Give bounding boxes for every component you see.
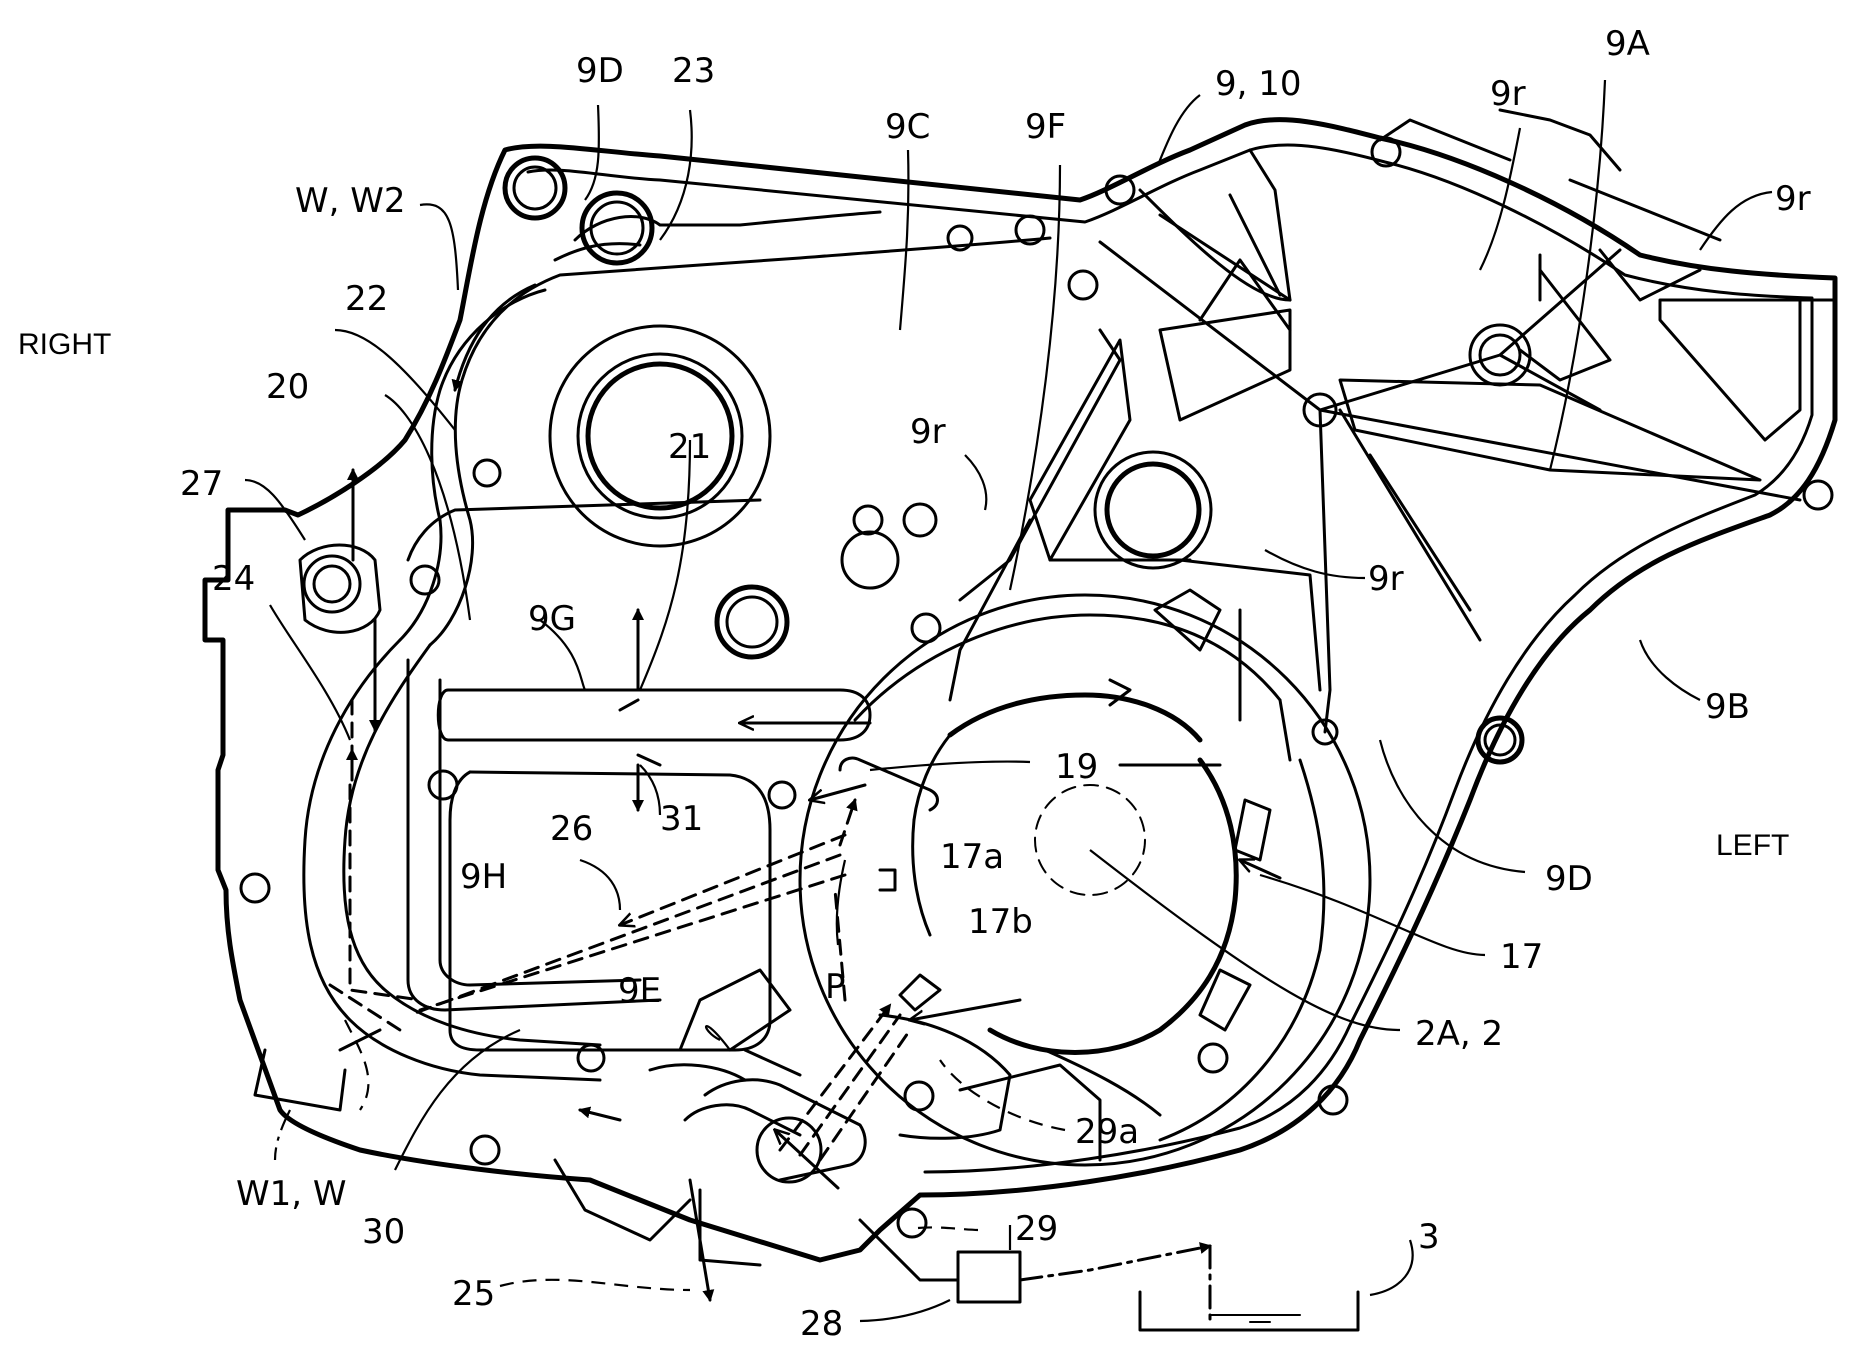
label-9r-right: 9r [1368, 559, 1404, 599]
rotor-chamber [800, 595, 1370, 1165]
label-20: 20 [266, 367, 309, 407]
label-9f: 9F [1025, 107, 1066, 147]
ribs [950, 110, 1835, 732]
label-29: 29 [1015, 1209, 1058, 1249]
label-2a-2: 2A, 2 [1415, 1014, 1503, 1054]
label-w1-w: W1, W [236, 1174, 346, 1214]
label-9g: 9G [528, 599, 576, 639]
label-21: 21 [668, 427, 711, 467]
label-17b: 17b [968, 902, 1033, 942]
label-17a: 17a [940, 837, 1004, 877]
label-29a: 29a [1075, 1112, 1139, 1152]
label-26: 26 [550, 809, 593, 849]
label-17: 17 [1500, 937, 1543, 977]
label-9d-top: 9D [576, 51, 624, 91]
label-p: P [825, 967, 846, 1007]
label-9c: 9C [885, 107, 930, 147]
leader-lines [245, 80, 1772, 1321]
outer-housing [205, 120, 1835, 1265]
label-30: 30 [362, 1212, 405, 1252]
label-27: 27 [180, 464, 223, 504]
label-19: 19 [1055, 747, 1098, 787]
label-24: 24 [212, 559, 255, 599]
label-9h: 9H [460, 857, 507, 897]
label-9b: 9B [1705, 687, 1750, 727]
label-25: 25 [452, 1274, 495, 1314]
label-9d-right: 9D [1545, 859, 1593, 899]
label-9r-top: 9r [1490, 74, 1526, 114]
label-28: 28 [800, 1304, 843, 1344]
label-9a: 9A [1605, 24, 1650, 64]
label-9r-mid: 9r [910, 412, 946, 452]
label-31: 31 [660, 799, 703, 839]
label-9e: 9E [618, 971, 661, 1011]
label-22: 22 [345, 279, 388, 319]
label-9r-topright: 9r [1775, 179, 1811, 219]
label-23: 23 [672, 51, 715, 91]
label-left: LEFT [1716, 829, 1789, 862]
label-9-10: 9, 10 [1215, 64, 1302, 104]
label-right: RIGHT [18, 328, 111, 361]
callout-labels: RIGHT LEFT 9D 23 9C 9F 9, 10 9r 9A 9r W,… [18, 24, 1811, 1344]
inner-passages [304, 212, 1050, 1080]
label-w-w2: W, W2 [295, 181, 405, 221]
pump-and-tank [860, 1220, 1358, 1330]
label-3: 3 [1418, 1217, 1440, 1257]
